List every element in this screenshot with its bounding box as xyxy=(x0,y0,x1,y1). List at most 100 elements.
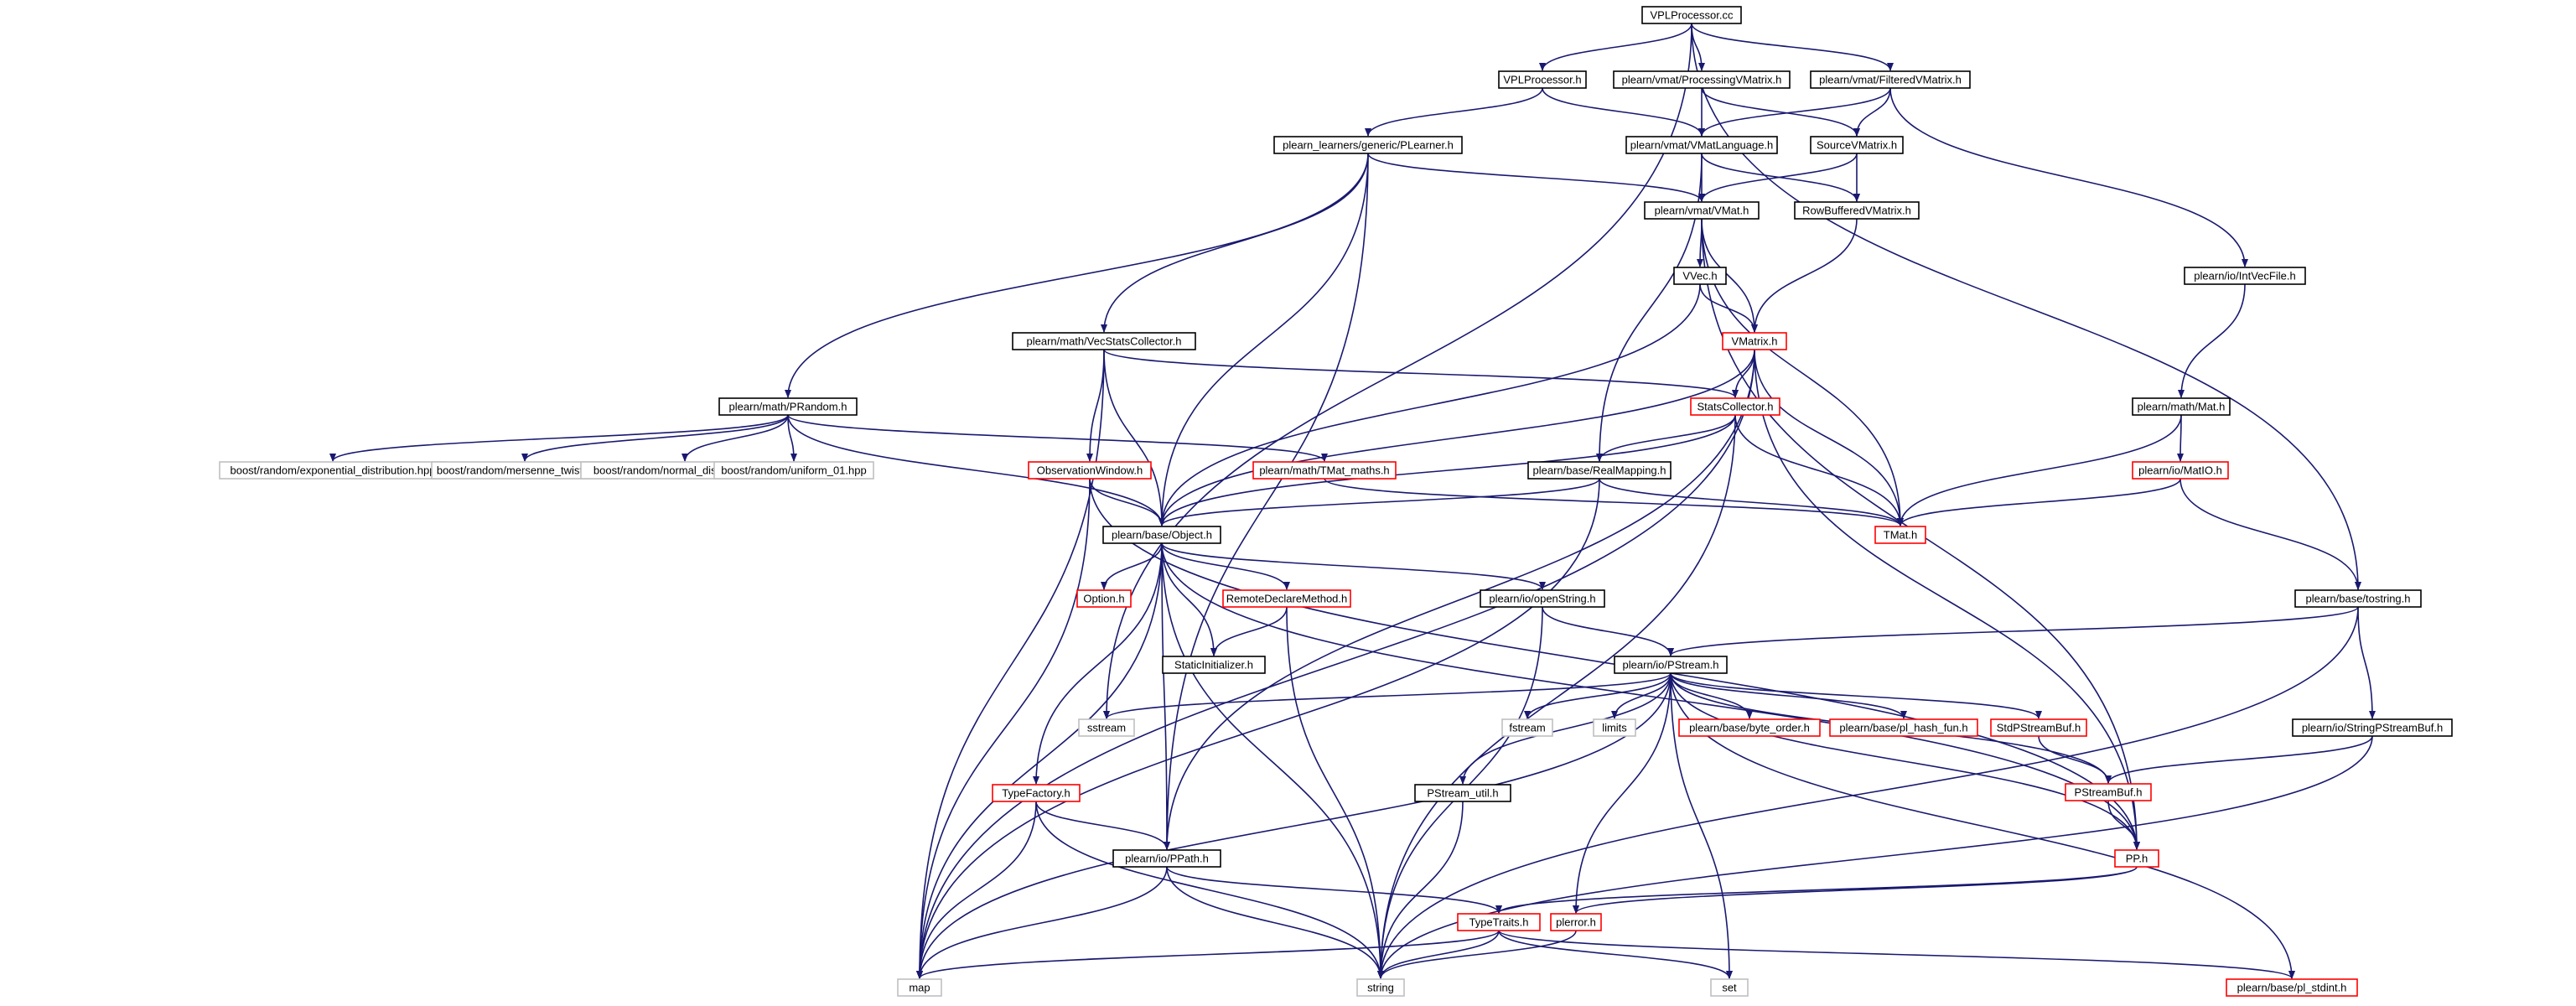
node-label: StdPStreamBuf.h xyxy=(1997,722,2081,734)
edge-vecstatscollector_h-to-map xyxy=(916,349,1105,979)
node-vmatrix-h[interactable]: VMatrix.h xyxy=(1722,332,1787,350)
node-matio-h[interactable]: plearn/io/MatIO.h xyxy=(2132,461,2229,480)
edge-plearner_h-to-object_h xyxy=(1158,153,1369,526)
node-label: Option.h xyxy=(1083,593,1124,605)
node-plerror-h[interactable]: plerror.h xyxy=(1550,913,1602,931)
node-box xyxy=(1078,718,1135,737)
node-pl-hash-fun-h[interactable]: plearn/base/pl_hash_fun.h xyxy=(1829,718,1978,737)
node-vplprocessor-h[interactable]: VPLProcessor.h xyxy=(1498,70,1587,89)
node-label: StaticInitializer.h xyxy=(1174,659,1253,672)
node-staticinitializer-h[interactable]: StaticInitializer.h xyxy=(1162,656,1266,674)
edge-prandom_h-to-normal_dist xyxy=(682,414,789,462)
node-plearner-h[interactable]: plearn_learners/generic/PLearner.h xyxy=(1273,136,1463,154)
node-stdpstreambuf-h[interactable]: StdPStreamBuf.h xyxy=(1990,718,2087,737)
node-pl-stdint-h[interactable]: plearn/base/pl_stdint.h xyxy=(2226,978,2358,997)
node-vvec-h[interactable]: VVec.h xyxy=(1673,267,1727,285)
edge-vmat_h-to-tmat_h xyxy=(1701,218,1904,526)
node-typefactory-h[interactable]: TypeFactory.h xyxy=(992,784,1081,802)
node-mat-h[interactable]: plearn/math/Mat.h xyxy=(2132,397,2231,416)
node-label: VMatrix.h xyxy=(1732,335,1778,348)
node-object-h[interactable]: plearn/base/Object.h xyxy=(1102,526,1221,544)
node-label: plearn/base/Object.h xyxy=(1112,529,1212,542)
edge-vvec_h-to-vmatrix_h xyxy=(1699,283,1758,333)
node-typetraits-h[interactable]: TypeTraits.h xyxy=(1457,913,1541,931)
edge-prandom_h-to-mersenne xyxy=(521,414,789,462)
edge-object_h-to-string xyxy=(1161,542,1384,979)
node-pp-h[interactable]: PP.h xyxy=(2114,849,2159,868)
node-mersenne: boost/random/mersenne_twister.hpp xyxy=(431,461,619,480)
edge-vvec_h-to-object_h xyxy=(1158,283,1701,526)
node-rowbufferedvmatrix-h[interactable]: RowBufferedVMatrix.h xyxy=(1794,201,1920,220)
edge-object_h-to-staticinitializer_h xyxy=(1161,542,1217,656)
edge-plearner_h-to-vecstatscollector_h xyxy=(1101,153,1369,333)
node-observationwindow-h[interactable]: ObservationWindow.h xyxy=(1028,461,1152,480)
edge-observationwindow_h-to-object_h xyxy=(1089,478,1165,526)
edge-typetraits_h-to-set xyxy=(1498,930,1733,979)
node-option-h[interactable]: Option.h xyxy=(1076,589,1132,608)
node-label: sstream xyxy=(1087,722,1126,734)
node-ppath-h[interactable]: plearn/io/PPath.h xyxy=(1112,849,1221,868)
edge-plearner_h-to-vmat_h xyxy=(1367,153,1705,202)
node-label: VPLProcessor.cc xyxy=(1651,9,1734,22)
node-label: TypeFactory.h xyxy=(1002,787,1070,800)
edge-pstream_h-to-pl_hash_fun_h xyxy=(1670,672,1907,719)
node-intvecfile-h[interactable]: plearn/io/IntVecFile.h xyxy=(2184,267,2306,285)
node-prandom-h[interactable]: plearn/math/PRandom.h xyxy=(718,397,858,416)
edge-vmatrix_h-to-pp_h xyxy=(1754,349,2140,850)
node-pstream-h[interactable]: plearn/io/PStream.h xyxy=(1614,656,1728,674)
node-tmat-h[interactable]: TMat.h xyxy=(1874,526,1926,544)
edge-realmapping_h-to-map xyxy=(916,478,1600,979)
node-statscollector-h[interactable]: StatsCollector.h xyxy=(1690,397,1780,416)
node-filteredvmatrix-h[interactable]: plearn/vmat/FilteredVMatrix.h xyxy=(1810,70,1971,89)
edge-tmat_maths_h-to-tmat_h xyxy=(1324,478,1904,526)
edge-plerror_h-to-string xyxy=(1377,930,1577,979)
edge-typetraits_h-to-string xyxy=(1377,930,1500,979)
edge-object_h-to-remotedeclaremethod_h xyxy=(1161,542,1290,590)
node-label: plearn/math/VecStatsCollector.h xyxy=(1027,335,1182,348)
node-box xyxy=(1076,589,1132,608)
edge-realmapping_h-to-tmat_h xyxy=(1599,478,1904,526)
node-box xyxy=(1794,201,1920,220)
node-label: fstream xyxy=(1509,722,1545,734)
edge-vplprocessor_h-to-plearner_h xyxy=(1365,87,1543,137)
node-tmat-maths-h[interactable]: plearn/math/TMat_maths.h xyxy=(1252,461,1397,480)
node-stringpstreambuf-h[interactable]: plearn/io/StringPStreamBuf.h xyxy=(2292,718,2453,737)
node-box xyxy=(718,397,858,416)
node-label: plearn/vmat/VMat.h xyxy=(1655,205,1749,217)
edge-filteredvmatrix_h-to-vmatlanguage_h xyxy=(1698,87,1891,137)
edge-prandom_h-to-exp_dist xyxy=(329,414,789,462)
node-box xyxy=(1614,656,1728,674)
node-realmapping-h[interactable]: plearn/base/RealMapping.h xyxy=(1527,461,1672,480)
edge-typetraits_h-to-map xyxy=(916,930,1500,979)
node-pstream-util-h[interactable]: PStream_util.h xyxy=(1414,784,1511,802)
node-box xyxy=(1678,718,1821,737)
edge-statscollector_h-to-string xyxy=(1377,414,1736,979)
node-openstring-h[interactable]: plearn/io/openString.h xyxy=(1480,589,1605,608)
node-vmatlanguage-h[interactable]: plearn/vmat/VMatLanguage.h xyxy=(1625,136,1778,154)
edge-tostring_h-to-stringpstreambuf_h xyxy=(2357,606,2376,719)
node-box xyxy=(1480,589,1605,608)
edge-statscollector_h-to-realmapping_h xyxy=(1596,414,1736,462)
edge-pstream_h-to-pp_h xyxy=(1670,672,2140,850)
node-pstreambuf-h[interactable]: PStreamBuf.h xyxy=(2065,783,2152,801)
node-vecstatscollector-h[interactable]: plearn/math/VecStatsCollector.h xyxy=(1012,332,1196,350)
edge-openstring_h-to-pstream_h xyxy=(1542,606,1674,656)
node-remotedeclaremethod-h[interactable]: RemoteDeclareMethod.h xyxy=(1222,589,1351,608)
node-box xyxy=(1102,526,1221,544)
node-box xyxy=(1501,718,1553,737)
node-processingvmatrix-h[interactable]: plearn/vmat/ProcessingVMatrix.h xyxy=(1613,70,1791,89)
node-exp-dist: boost/random/exponential_distribution.hp… xyxy=(219,461,447,480)
edge-pstream_h-to-map xyxy=(916,672,1672,979)
node-box xyxy=(1722,332,1787,350)
edge-plearner_h-to-ppath_h xyxy=(1164,153,1369,850)
node-box xyxy=(1457,913,1541,931)
node-box xyxy=(992,784,1081,802)
node-box xyxy=(1710,978,1749,997)
node-tostring-h[interactable]: plearn/base/tostring.h xyxy=(2294,589,2422,608)
node-box xyxy=(897,978,942,997)
node-box xyxy=(1874,526,1926,544)
node-sourcevmatrix-h[interactable]: SourceVMatrix.h xyxy=(1810,136,1904,154)
node-byte-order-h[interactable]: plearn/base/byte_order.h xyxy=(1678,718,1821,737)
node-label: string xyxy=(1367,982,1394,994)
node-vmat-h[interactable]: plearn/vmat/VMat.h xyxy=(1644,201,1760,220)
